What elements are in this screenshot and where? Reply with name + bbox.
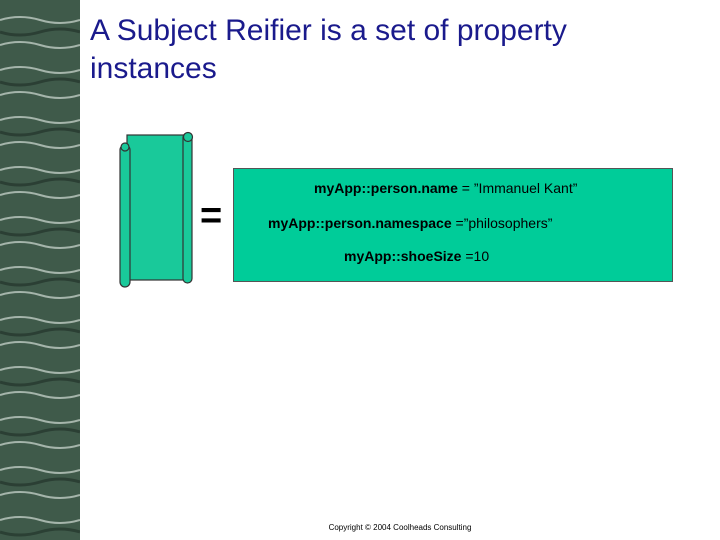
water-background-image: [0, 0, 80, 540]
copyright-footer: Copyright © 2004 Coolheads Consulting: [328, 523, 472, 532]
property-value: ”Immanuel Kant”: [473, 180, 578, 196]
property-box: myApp::person.name = ”Immanuel Kant” myA…: [233, 168, 673, 282]
equals-sign: =: [200, 195, 223, 237]
property-value: ”philosophers”: [463, 215, 553, 231]
property-row: myApp::shoeSize =10: [344, 248, 489, 264]
slide-title: A Subject Reifier is a set of property i…: [90, 14, 567, 85]
scroll-icon: [119, 131, 194, 288]
property-operator: =: [451, 215, 464, 231]
property-row: myApp::person.namespace =”philosophers”: [268, 215, 552, 231]
property-operator: =: [457, 180, 474, 196]
property-value: 10: [473, 248, 490, 264]
property-key: myApp::person.namespace: [268, 215, 452, 231]
property-row: myApp::person.name = ”Immanuel Kant”: [314, 180, 577, 196]
property-key: myApp::person.name: [314, 180, 458, 196]
property-operator: =: [461, 248, 474, 264]
property-key: myApp::shoeSize: [344, 248, 462, 264]
